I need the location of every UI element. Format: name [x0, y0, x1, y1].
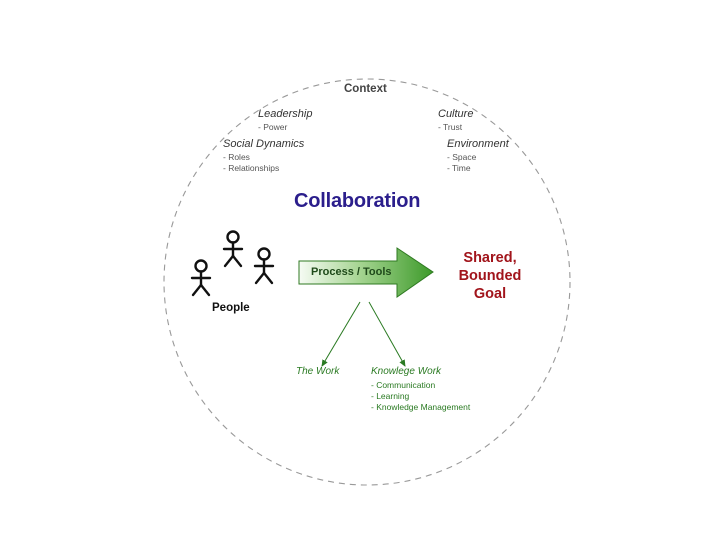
arrow-to-the-work [321, 301, 361, 367]
environment-item: - Space [447, 152, 477, 162]
person-icon [222, 230, 244, 268]
knowledge-work-heading: Knowlege Work [371, 366, 442, 377]
knowledge-work-item: - Communication [371, 380, 436, 390]
goal-label: Shared, Bounded Goal [435, 249, 545, 303]
culture-heading: Culture [438, 108, 474, 120]
environment-heading: Environment [447, 138, 509, 150]
process-arrow [298, 247, 434, 298]
social-dynamics-item: - Roles [223, 152, 250, 162]
goal-line: Goal [473, 286, 507, 303]
goal-line: Bounded [458, 268, 522, 285]
goal-line: Shared, [463, 250, 517, 266]
knowledge-work-item: - Knowledge Management [371, 402, 471, 412]
the-work-label: The Work [296, 366, 340, 377]
knowledge-work-item: - Learning [371, 391, 410, 401]
arrow-to-knowledge-work [368, 301, 406, 367]
diagram-title: Collaboration [294, 190, 421, 212]
people-label: People [212, 302, 250, 314]
environment-item: - Time [447, 163, 471, 173]
social-dynamics-heading: Social Dynamics [223, 138, 305, 150]
context-title: Context [344, 83, 387, 95]
leadership-item: - Power [258, 122, 288, 132]
person-icon [253, 247, 275, 285]
social-dynamics-item: - Relationships [223, 163, 280, 173]
context-boundary-circle [163, 78, 571, 486]
leadership-heading: Leadership [258, 108, 313, 120]
process-tools-label: Process / Tools [311, 266, 392, 278]
culture-item: - Trust [438, 122, 463, 132]
person-icon [190, 259, 212, 297]
